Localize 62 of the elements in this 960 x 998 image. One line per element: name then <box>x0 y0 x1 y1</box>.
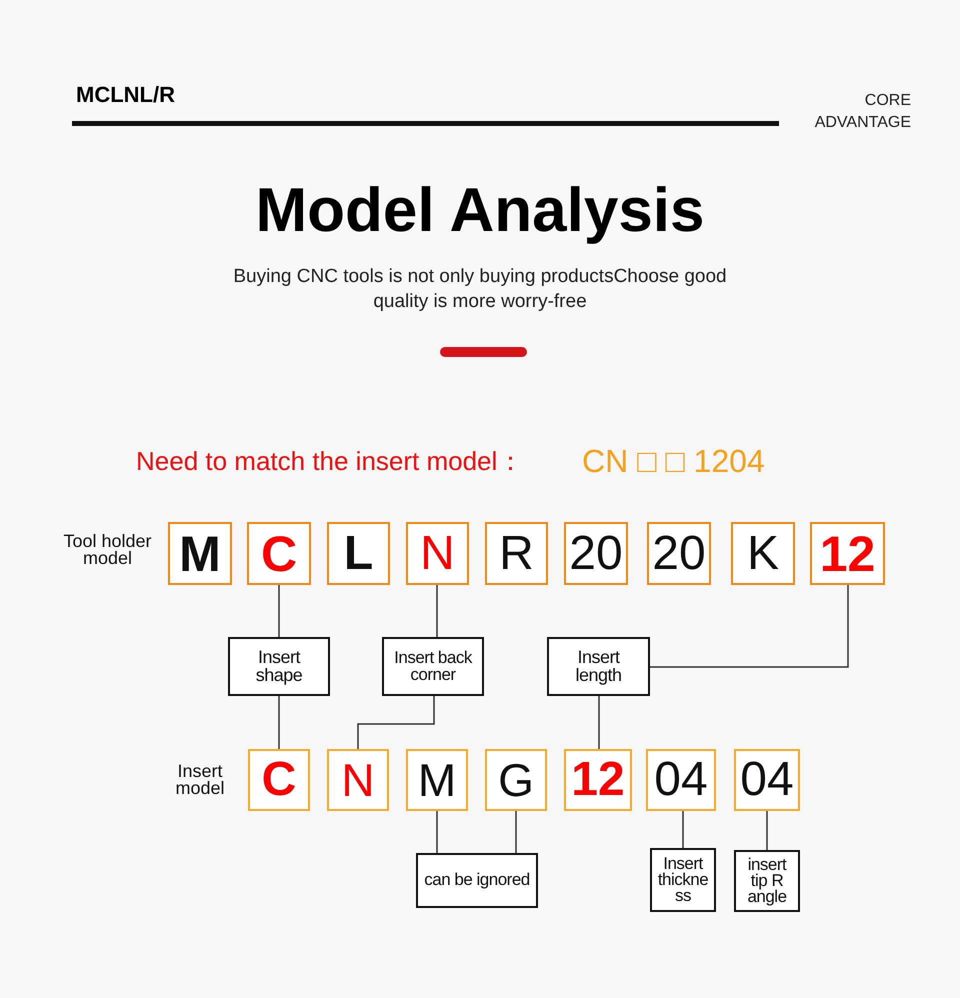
code-letter-box <box>406 522 469 585</box>
insert-code-box <box>734 749 800 811</box>
description-text: Insert length <box>574 649 623 684</box>
code-text: M <box>178 528 222 578</box>
insert-code-box <box>248 749 310 811</box>
instruction-text: Need to match the insert model： <box>136 446 524 478</box>
header-tag: CORE ADVANTAGE <box>780 90 911 134</box>
insert-code-box <box>327 749 389 811</box>
description-text: Insert back corner <box>393 650 474 683</box>
code-text: 20 <box>651 530 707 578</box>
description-box <box>416 853 538 908</box>
code-text: 04 <box>739 756 795 804</box>
code-text: 12 <box>818 528 876 578</box>
code-text: L <box>342 530 374 578</box>
connector-line <box>278 696 280 749</box>
header-label: MCLNL/R <box>76 82 176 108</box>
row-label: Tool holder model <box>62 533 153 568</box>
connector-line <box>436 811 438 853</box>
code-letter-box <box>647 522 711 585</box>
subtitle: Buying CNC tools is not only buying productsChoose good quality is more worry-free <box>232 265 728 314</box>
code-letter-box <box>810 522 885 585</box>
description-text: Insert shape <box>254 649 304 684</box>
code-text: C <box>260 756 298 804</box>
code-text: K <box>746 530 780 578</box>
code-letter-box <box>564 522 628 585</box>
code-text: 04 <box>653 756 709 804</box>
description-box <box>650 848 716 912</box>
code-text: 12 <box>570 756 626 804</box>
insert-code-box <box>485 749 547 811</box>
connector-line <box>515 811 517 853</box>
code-text: M <box>416 757 458 803</box>
code-letter-box <box>327 522 390 585</box>
connector-line <box>650 585 849 668</box>
description-box <box>734 850 800 912</box>
code-letter-box <box>731 522 795 585</box>
code-letter-box <box>168 522 232 585</box>
code-text: 20 <box>568 530 624 578</box>
insert-model-pattern: CN □ □ 1204 <box>582 442 766 480</box>
description-box <box>547 637 650 696</box>
description-box <box>228 637 330 696</box>
code-letter-box <box>247 522 311 585</box>
description-text: Insert thickne ss <box>656 856 710 904</box>
description-text: insert tip R angle <box>746 856 788 906</box>
title: Model Analysis <box>254 175 706 246</box>
insert-code-box <box>564 749 632 811</box>
description-text: can be ignored <box>423 872 531 889</box>
code-text: N <box>419 530 456 578</box>
row-label: Insert model <box>174 763 226 798</box>
code-letter-box <box>485 522 548 585</box>
connector-line <box>436 585 438 637</box>
connector-line <box>766 811 768 850</box>
code-text: C <box>260 528 298 578</box>
connector-line <box>682 811 684 848</box>
connector-line <box>357 696 435 749</box>
insert-code-box <box>406 749 468 811</box>
insert-code-box <box>646 749 716 811</box>
code-text: R <box>498 530 535 578</box>
connector-line <box>278 585 280 637</box>
description-box <box>382 637 484 696</box>
code-text: G <box>497 757 535 803</box>
code-text: N <box>340 757 376 803</box>
connector-line <box>598 696 600 749</box>
